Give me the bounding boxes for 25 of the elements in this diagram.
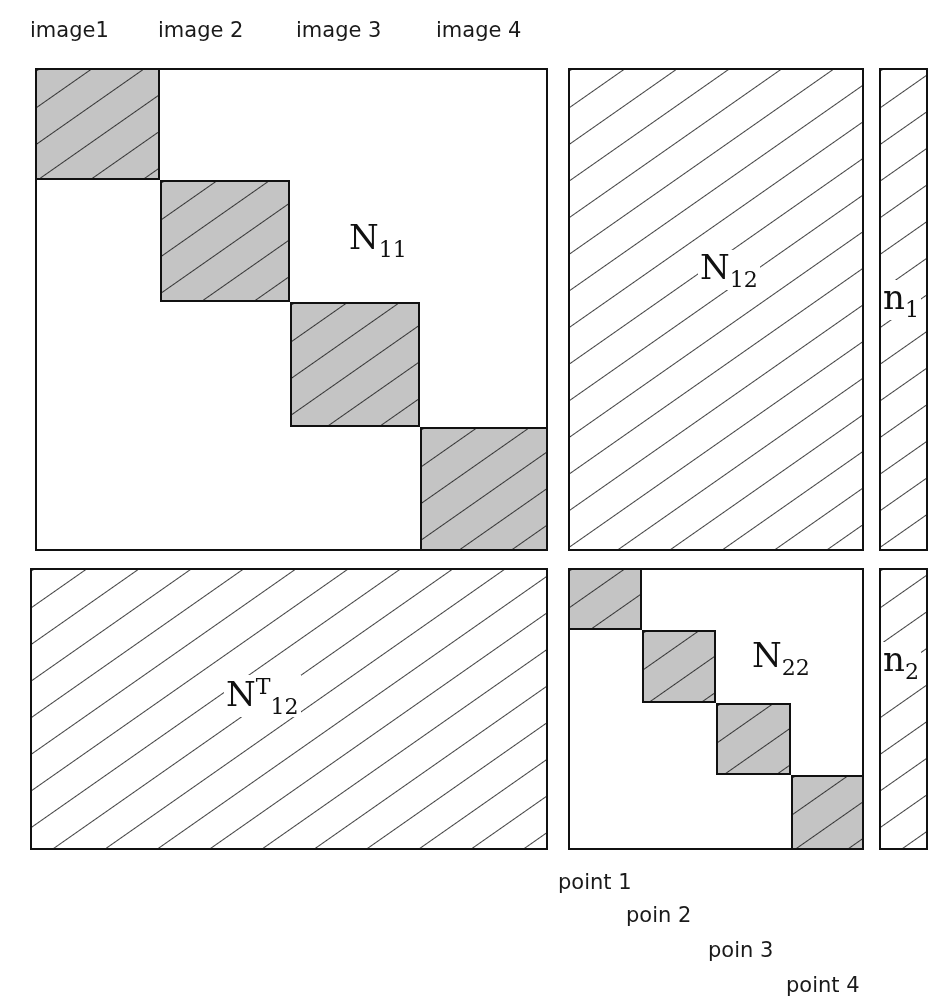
shaded-block [570,570,642,630]
shaded-block [419,426,546,549]
matrix-symbol: n$_{1}$ [881,280,921,320]
matrix-block [568,568,864,850]
matrix-block [568,68,864,551]
caption-text: point 4 [786,973,860,997]
matrix-block [30,568,548,850]
shaded-block [715,702,791,775]
caption-text: image 2 [158,18,244,42]
matrix-block [879,68,928,551]
caption-text: poin 3 [708,938,774,962]
shaded-block [37,70,160,180]
caption-text: poin 2 [626,903,692,927]
shaded-block [289,301,420,427]
caption-text: point 1 [558,870,632,894]
shaded-block [159,179,290,302]
matrix-symbol: N$_{12}$ [698,250,760,290]
shaded-block [790,774,862,848]
matrix-symbol: n$_{2}$ [881,642,921,682]
caption-text: image 3 [296,18,382,42]
caption-text: image1 [30,18,109,42]
matrix-block [35,68,548,551]
matrix-block [879,568,928,850]
caption-text: image 4 [436,18,522,42]
shaded-block [641,629,716,703]
